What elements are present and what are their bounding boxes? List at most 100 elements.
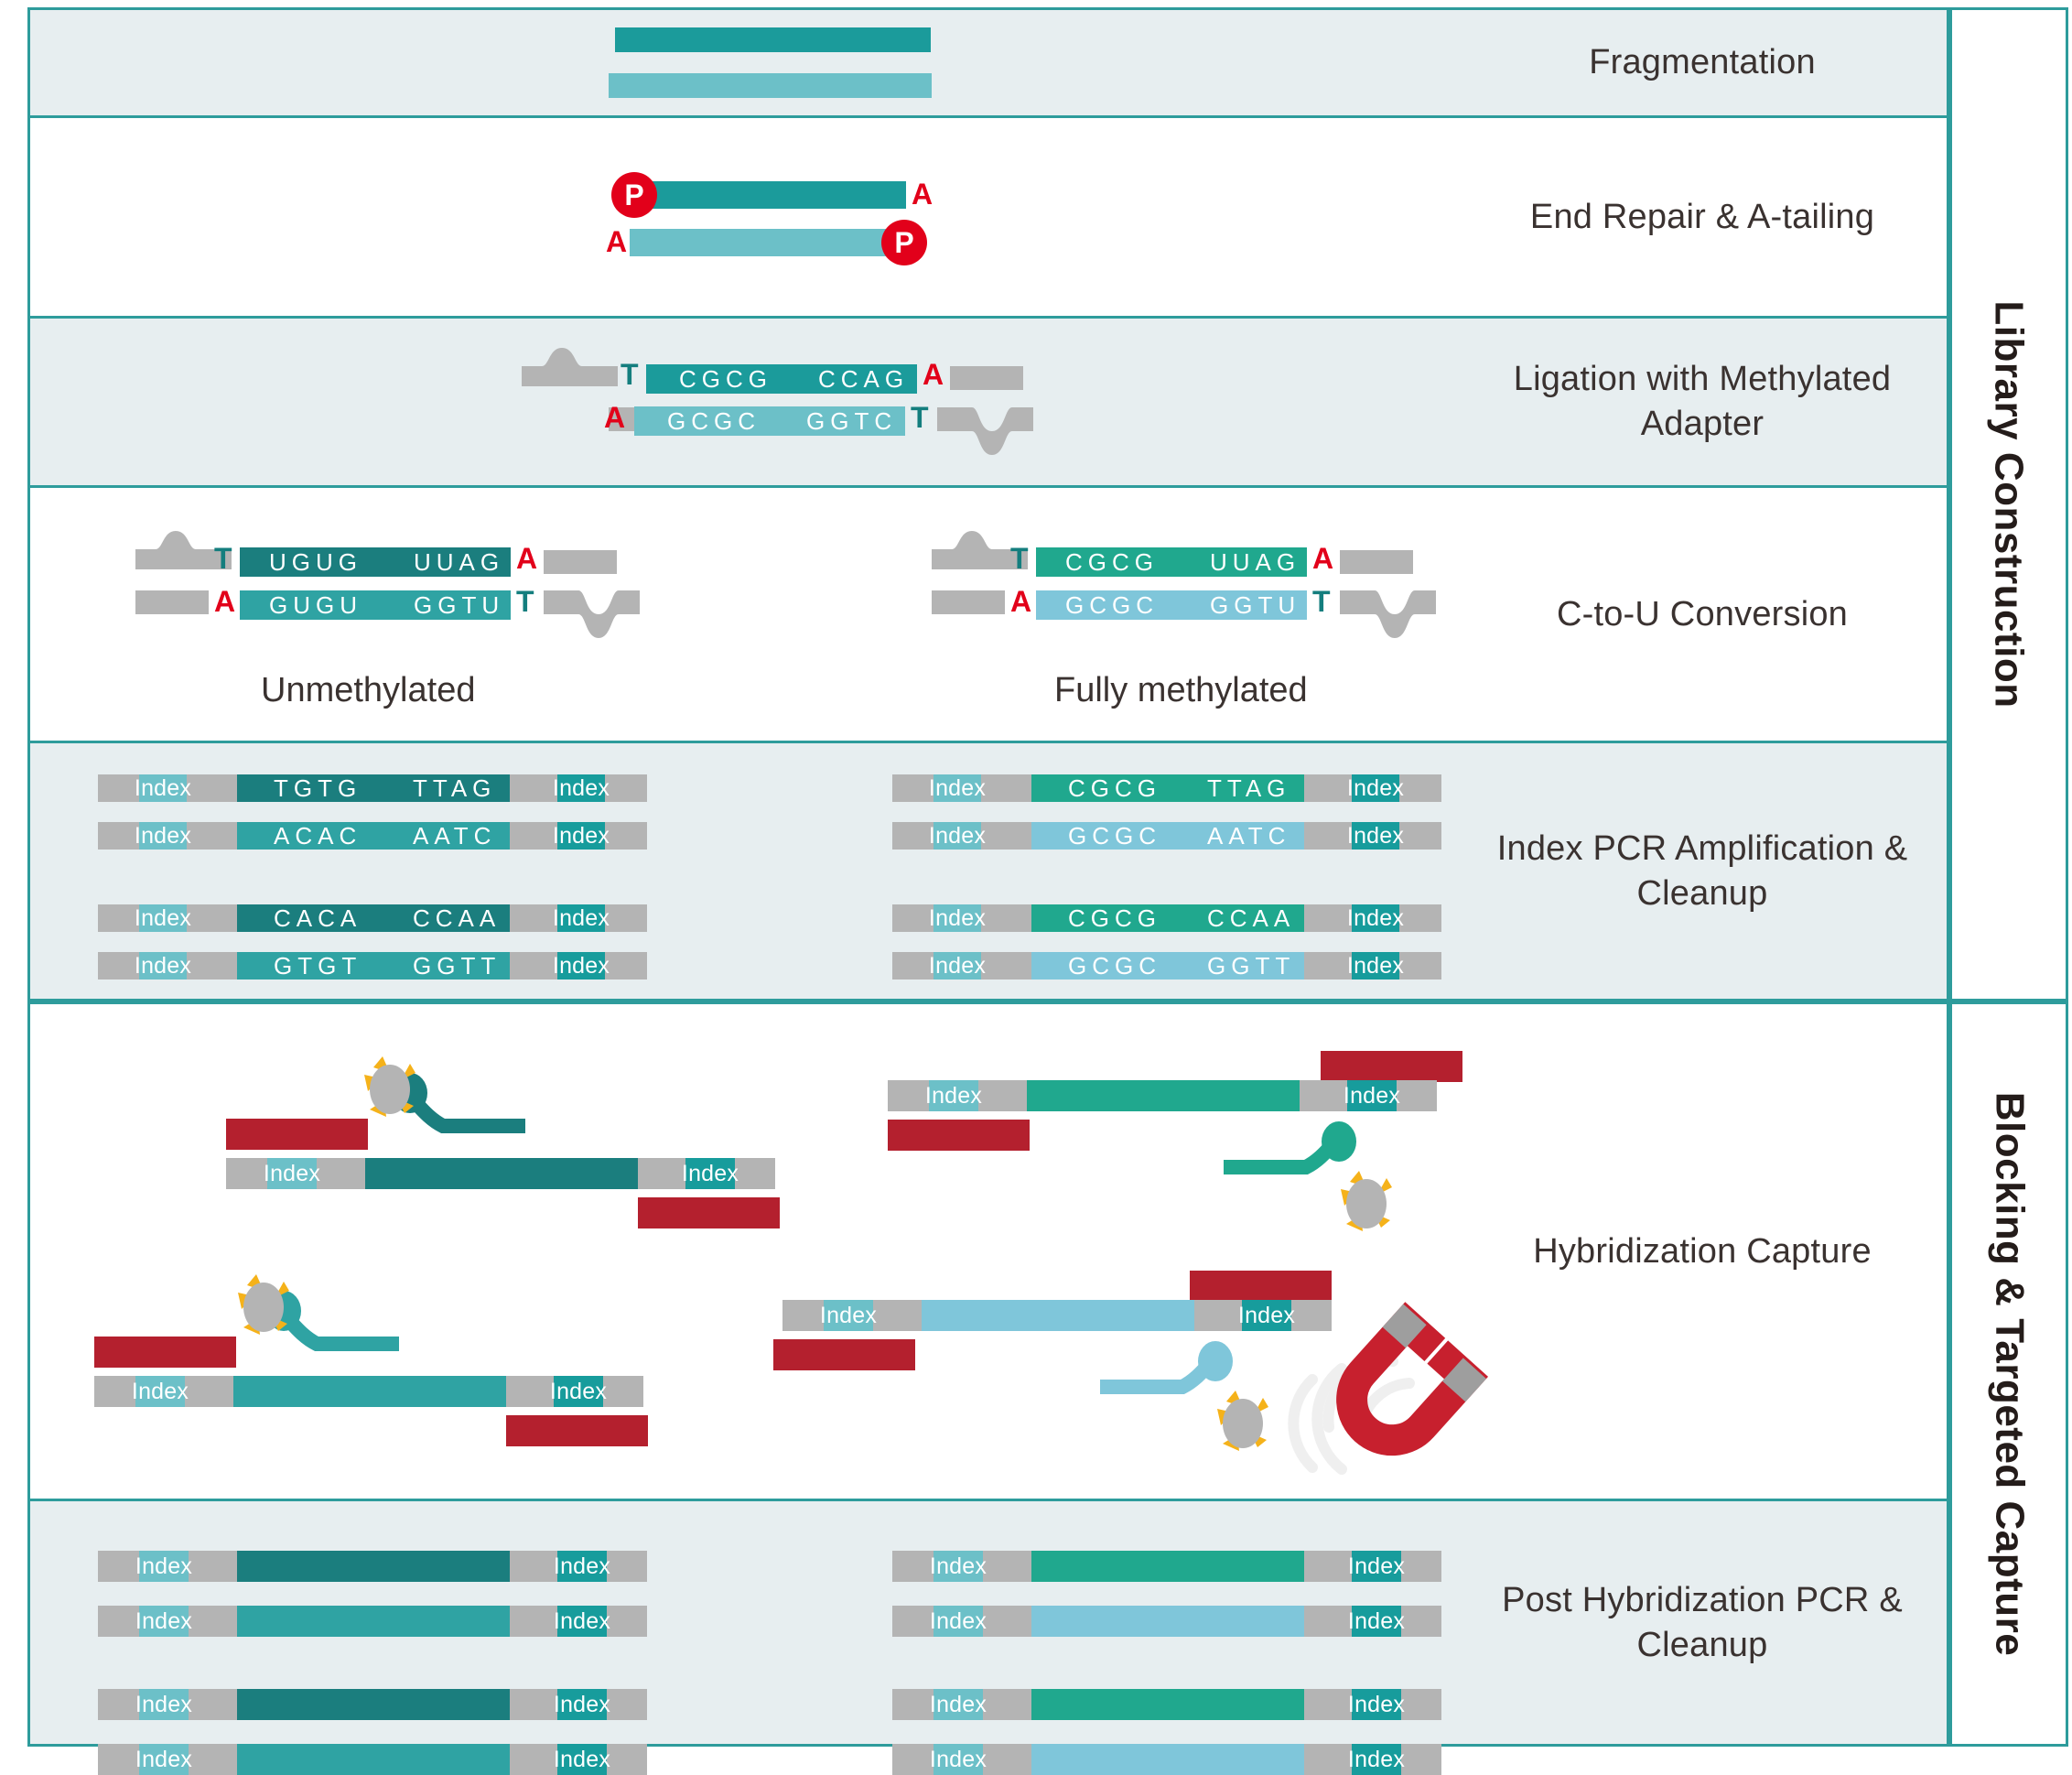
streptavidin-bead-icon [1217,1391,1268,1451]
caption-fully-methylated: Fully methylated [1054,671,1308,710]
unmeth-insert-bottom: GUGU GGTU [240,590,511,620]
base-label: A [1010,585,1032,618]
hyb-blocker-tl-upper [226,1119,368,1150]
step-label-text: End Repair & A-tailing [1529,197,1875,236]
adapter-flat-right-meth-top [1340,550,1413,574]
hyb-blocker-bl-upper [94,1337,236,1368]
hyb-bl-index-left: Index [131,1376,189,1407]
meth-seq-bottom-left: GCGC [1065,590,1159,619]
adapter-hump-down-right-ligation [937,407,1033,455]
a-tail-label: A [606,225,628,258]
base-label: A [1312,542,1334,575]
hyb-blocker-br-upper [1190,1271,1332,1302]
index-label: Index [924,1082,983,1109]
library-construction-box [27,7,1949,1001]
unmeth-bottom-left-base: A [214,587,235,616]
post-hyb-m2-index-left: Index [929,1606,987,1637]
ligation-seq-bottom-left: GCGC [667,406,761,435]
index-pcr-m1-index-right: Index [1347,774,1404,802]
index-label: Index [1346,952,1405,979]
index-pcr-m2-seq-left: GCGC [1068,821,1161,850]
index-pcr-u3-index-left: Index [135,904,191,932]
phase-column-top-box [1949,7,2068,1001]
index-label: Index [929,1607,987,1634]
hyb-br-insert [922,1300,1194,1331]
index-pcr-u1-seq-left: TGTG [274,774,362,802]
adapter-flat-right-unmeth-top [544,550,617,574]
unmeth-seq-top-left: UGUG [269,547,362,576]
index-pcr-m3-index-left: Index [928,904,987,932]
streptavidin-bead-icon [1341,1171,1392,1231]
phosphate-marker-top: P [611,172,657,218]
index-label: Index [263,1160,321,1186]
index-pcr-m1-index-left: Index [929,774,986,802]
post-hyb-m1-insert [1031,1551,1304,1582]
index-pcr-u2-insert: ACAC AATC [237,822,510,850]
index-pcr-m2-insert: GCGC AATC [1031,822,1304,850]
unmeth-seq-top-right: UUAG [414,547,505,576]
hyb-bl-insert [233,1376,506,1407]
separator-1 [27,115,1949,118]
phase-label-text: Library Construction [1987,300,2032,709]
index-pcr-m3-seq-left: CGCG [1068,904,1161,932]
index-label: Index [929,1746,987,1772]
hyb-tl-index-right: Index [682,1158,739,1189]
magnet-body [1336,1302,1489,1456]
ligation-bottom-left-base: A [604,403,625,432]
phosphate-label: P [894,225,914,259]
post-hyb-u4-index-right: Index [553,1744,611,1775]
index-pcr-m1-seq-left: CGCG [1068,774,1161,802]
magnet-icon [1288,1302,1489,1475]
index-pcr-u3-seq-left: CACA [274,904,362,932]
step-label-text: C-to-U Conversion [1556,594,1849,633]
biotin-probe-icon-bottom-left [238,1274,399,1351]
index-label: Index [134,774,192,801]
separator-3 [27,485,1949,488]
phase-label-library-construction: Library Construction [1949,7,2068,1001]
unmeth-insert-top: UGUG UUAG [240,547,511,577]
post-hyb-u2-index-right: Index [554,1606,610,1637]
step-label-hyb-capture: Hybridization Capture [1464,1004,1940,1499]
hyb-tr-index-right: Index [1344,1080,1400,1111]
index-label: Index [928,952,987,979]
post-hyb-m1-index-right: Index [1347,1551,1406,1582]
caption-text: Fully methylated [1054,671,1308,709]
step-label-c-to-u: C-to-U Conversion [1464,488,1940,741]
ligation-seq-top-right: CCAG [818,364,910,393]
index-pcr-u2-seq-left: ACAC [274,821,362,850]
post-hyb-m2-index-right: Index [1348,1606,1405,1637]
meth-top-left-base: T [1010,544,1029,573]
phase-label-blocking-capture: Blocking & Targeted Capture [1949,1001,2068,1747]
unmeth-top-left-base: T [214,544,232,573]
index-label: Index [1347,1553,1406,1579]
index-pcr-u4-index-left: Index [135,952,191,979]
index-label: Index [131,1378,189,1404]
step-label-fragmentation: Fragmentation [1464,10,1940,115]
index-pcr-u3-seq-right: CCAA [413,904,502,932]
index-pcr-m2-index-left: Index [929,822,986,850]
post-hyb-u3-insert [237,1689,510,1720]
index-pcr-u2-index-right: Index [553,822,610,850]
post-hyb-u2-index-left: Index [135,1606,192,1637]
step-label-post-hyb-pcr: Post Hybridization PCR & Cleanup [1464,1501,1940,1744]
index-label: Index [929,1553,987,1579]
phosphate-marker-bottom: P [881,220,927,265]
step-label-index-pcr: Index PCR Amplification & Cleanup [1464,743,1940,999]
a-tail-base-top: A [912,179,933,209]
index-label: Index [134,822,192,849]
hyb-tl-index-left: Index [263,1158,321,1189]
adapter-flat-left-unmeth-bottom [135,590,209,614]
index-label: Index [928,904,987,931]
step-label-text: Ligation with Methylated Adapter [1513,360,1892,443]
base-label: A [516,542,538,575]
post-hyb-m4-index-right: Index [1348,1744,1405,1775]
a-tail-base-bottom: A [606,227,627,256]
hyb-blocker-tr-upper [1321,1051,1462,1082]
index-pcr-m4-seq-right: GGTT [1207,951,1296,979]
index-label: Index [553,1746,611,1772]
index-label: Index [1347,1691,1406,1717]
separator-4 [27,741,1949,743]
index-pcr-m3-seq-right: CCAA [1207,904,1296,932]
post-hyb-m4-index-left: Index [929,1744,987,1775]
